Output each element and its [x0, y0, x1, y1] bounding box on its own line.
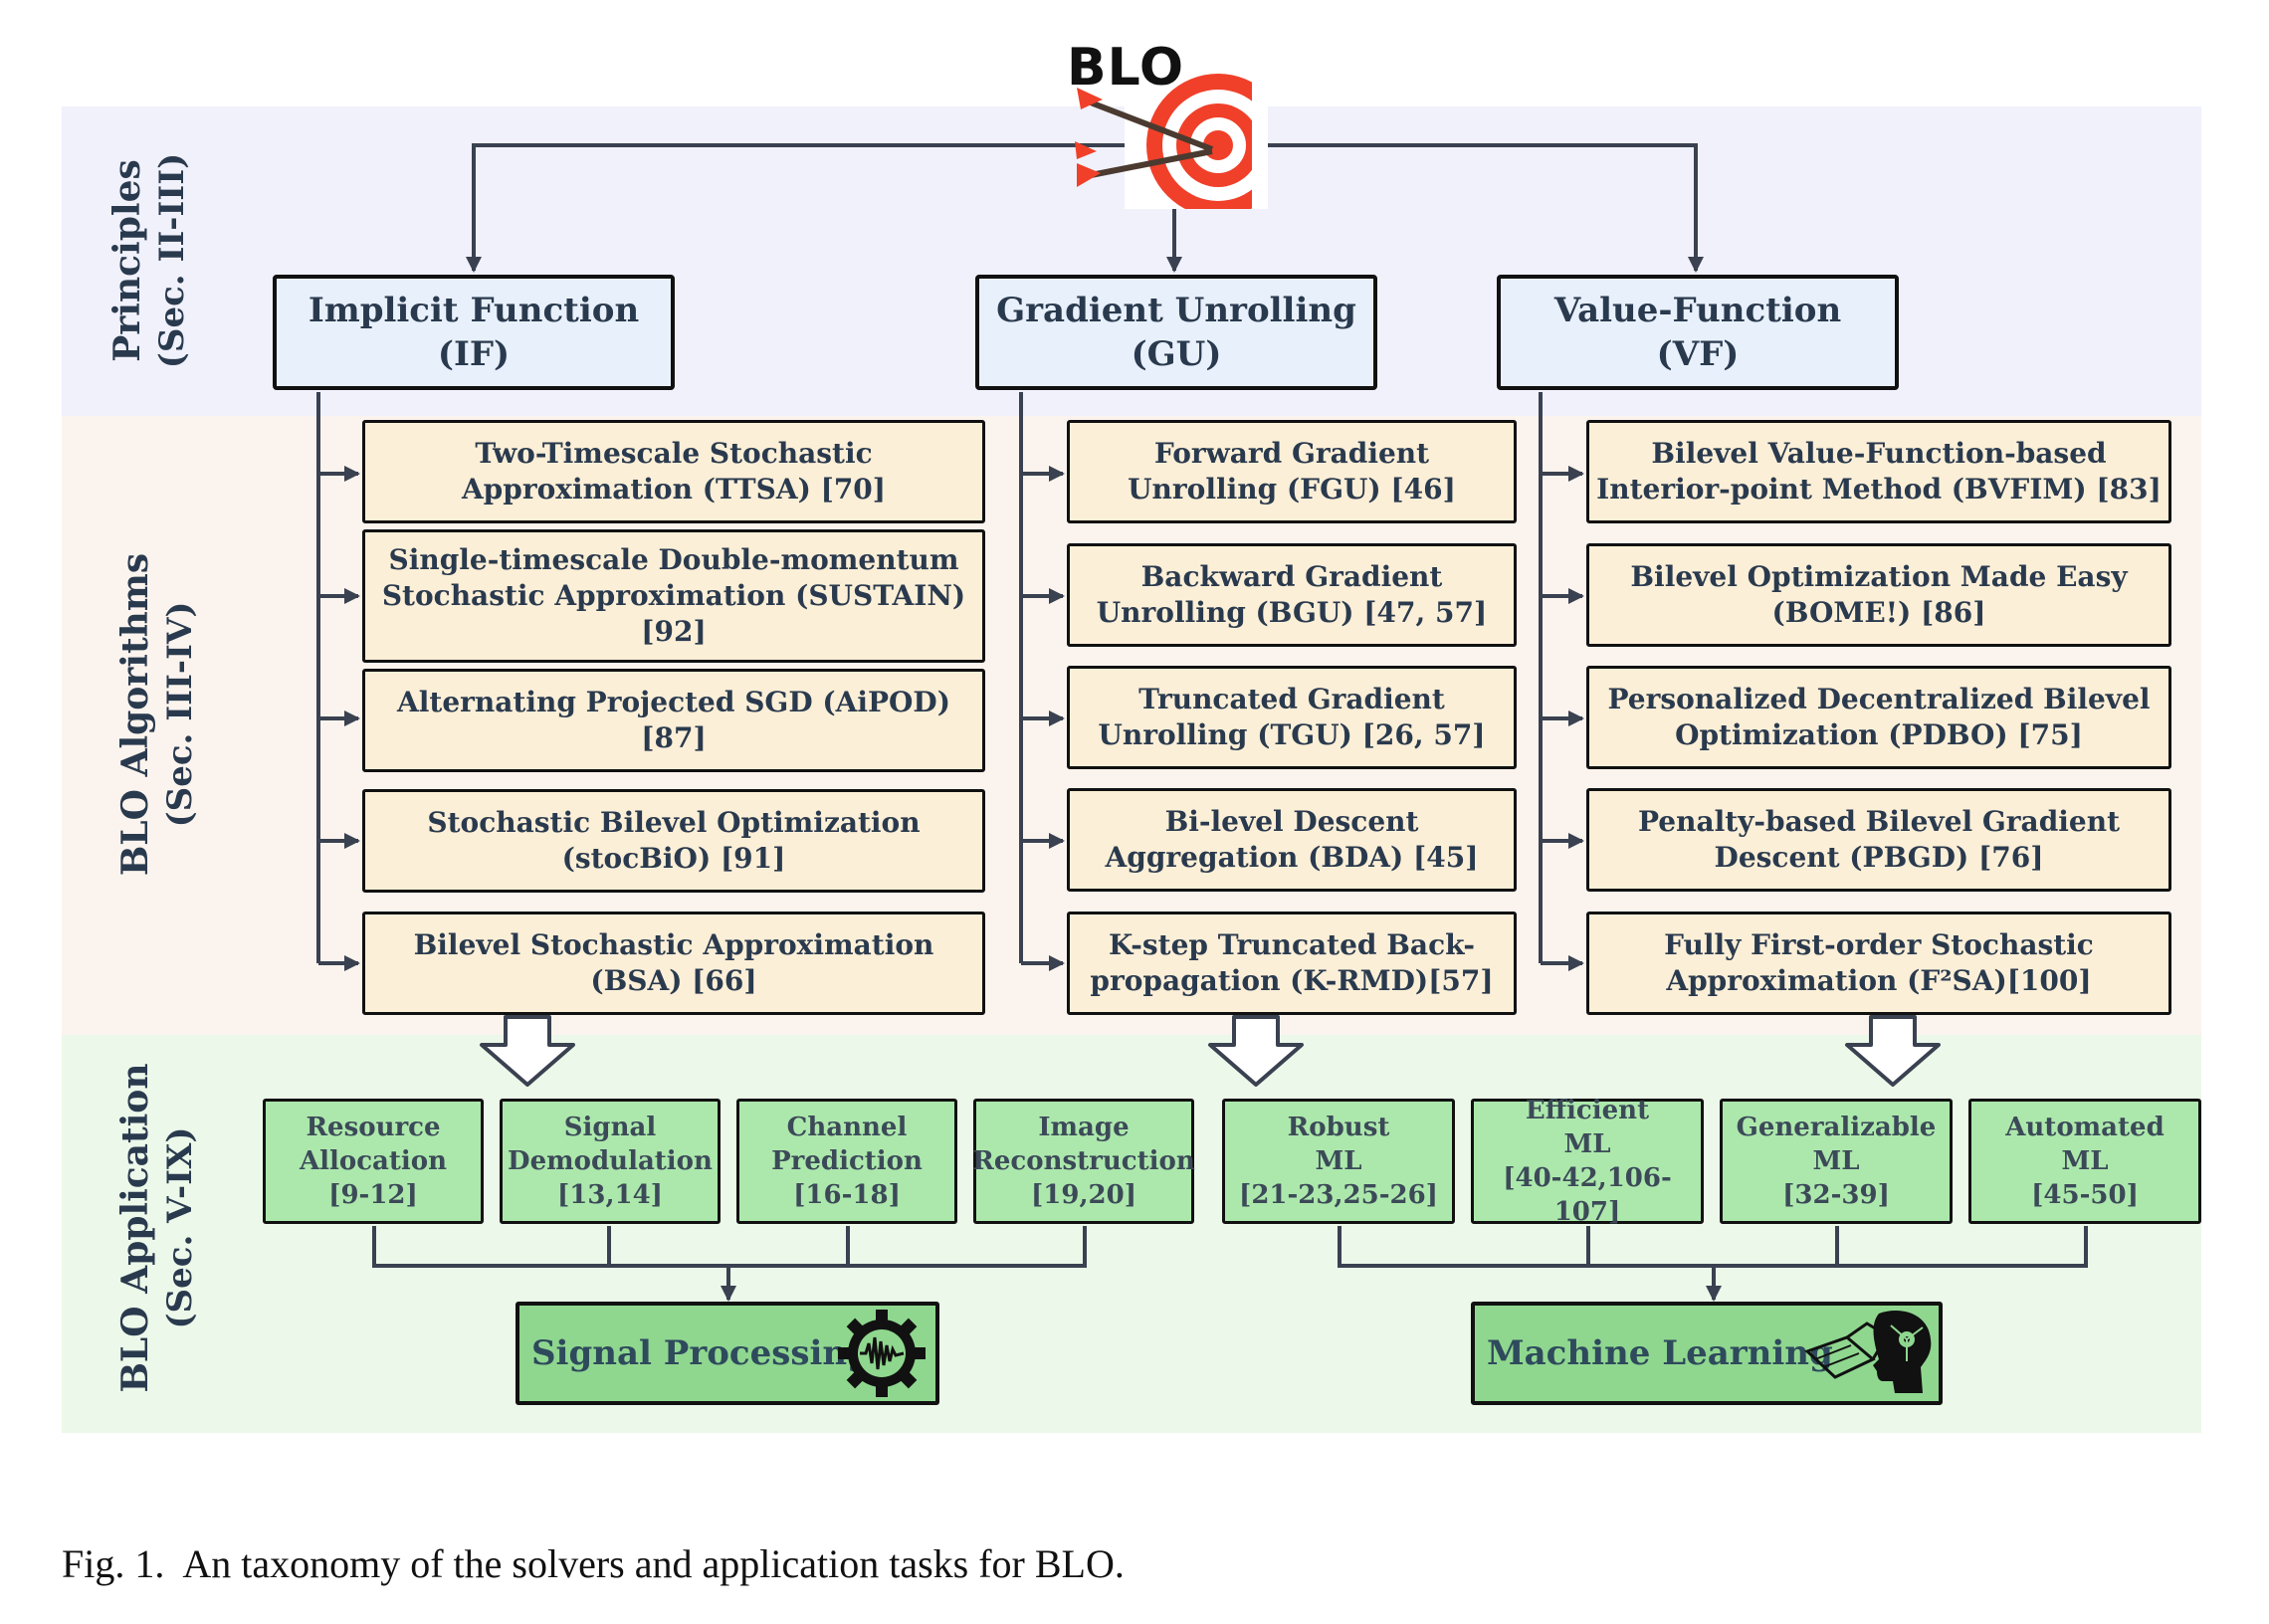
- category-box-signal-processing: Signal Processing: [516, 1302, 939, 1405]
- hollow-down-arrow-gu: [1208, 1015, 1304, 1087]
- hollow-down-arrow-vf: [1845, 1015, 1941, 1087]
- algorithm-box-f2sa: Fully First-order Stochastic Approximati…: [1586, 912, 2171, 1015]
- root-to-if-arrow: [466, 143, 1154, 273]
- algorithm-box-krmd: K-step Truncated Back-propagation (K-RMD…: [1067, 912, 1517, 1015]
- principle-box-if: Implicit Function (IF): [273, 275, 675, 390]
- application-box-image-reconstruction: Image Reconstruction [19,20]: [972, 1099, 1195, 1224]
- figure-caption: Fig. 1. An taxonomy of the solvers and ap…: [62, 1540, 1125, 1587]
- algorithm-box-bda: Bi-level Descent Aggregation (BDA) [45]: [1067, 788, 1517, 892]
- principle-box-gu: Gradient Unrolling (GU): [975, 275, 1377, 390]
- principle-abbr: (VF): [1656, 334, 1740, 374]
- principle-title: Value-Function: [1553, 291, 1842, 330]
- head-book-icon: [1804, 1311, 1932, 1393]
- root-title: BLO: [1067, 38, 1185, 98]
- algorithm-box-ttsa: Two-Timescale Stochastic Approximation (…: [362, 420, 985, 523]
- application-box-automated-ml: Automated ML [45-50]: [1968, 1099, 2201, 1224]
- application-box-channel-prediction: Channel Prediction [16-18]: [736, 1099, 957, 1224]
- algorithm-box-tgu: Truncated Gradient Unrolling (TGU) [26, …: [1067, 666, 1517, 769]
- category-label: Machine Learning: [1487, 1333, 1833, 1373]
- algorithm-box-stocbio: Stochastic Bilevel Optimization (stocBiO…: [362, 789, 985, 893]
- machine-learning-merge-line: [1338, 1226, 2088, 1268]
- principle-title: Gradient Unrolling: [996, 291, 1356, 330]
- root-to-vf-arrow: [1214, 143, 1704, 273]
- application-box-signal-demodulation: Signal Demodulation [13,14]: [500, 1099, 721, 1224]
- algorithm-box-bvfim: Bilevel Value-Function-based Interior-po…: [1586, 420, 2171, 523]
- algorithm-box-bgu: Backward Gradient Unrolling (BGU) [47, 5…: [1067, 543, 1517, 647]
- principle-title: Implicit Function: [308, 291, 640, 330]
- algorithm-box-pdbo: Personalized Decentralized Bilevel Optim…: [1586, 666, 2171, 769]
- target-with-arrows-icon: [1075, 62, 1268, 209]
- application-box-generalizable-ml: Generalizable ML [32-39]: [1720, 1099, 1953, 1224]
- principle-abbr: (GU): [1131, 334, 1222, 374]
- application-box-efficient-ml: Efficient ML [40-42,106-107]: [1471, 1096, 1704, 1227]
- caption-label: Fig. 1.: [62, 1541, 165, 1586]
- algorithm-box-pbgd: Penalty-based Bilevel Gradient Descent (…: [1586, 788, 2171, 892]
- category-label: Signal Processing: [531, 1333, 871, 1373]
- algorithm-box-aipod: Alternating Projected SGD (AiPOD) [87]: [362, 669, 985, 772]
- principle-box-vf: Value-Function (VF): [1497, 275, 1899, 390]
- algorithm-box-sustain: Single-timescale Double-momentum Stochas…: [362, 529, 985, 663]
- gear-waveform-icon: [838, 1310, 926, 1397]
- principle-abbr: (IF): [437, 334, 511, 374]
- algorithm-box-bome: Bilevel Optimization Made Easy (BOME!) […: [1586, 543, 2171, 647]
- application-box-resource-allocation: Resource Allocation [9-12]: [263, 1099, 484, 1224]
- hollow-down-arrow-if: [480, 1015, 575, 1087]
- algorithm-box-bsa: Bilevel Stochastic Approximation (BSA) […: [362, 912, 985, 1015]
- algorithm-box-fgu: Forward Gradient Unrolling (FGU) [46]: [1067, 420, 1517, 523]
- caption-text: An taxonomy of the solvers and applicati…: [182, 1541, 1125, 1586]
- application-box-robust-ml: Robust ML [21-23,25-26]: [1222, 1099, 1455, 1224]
